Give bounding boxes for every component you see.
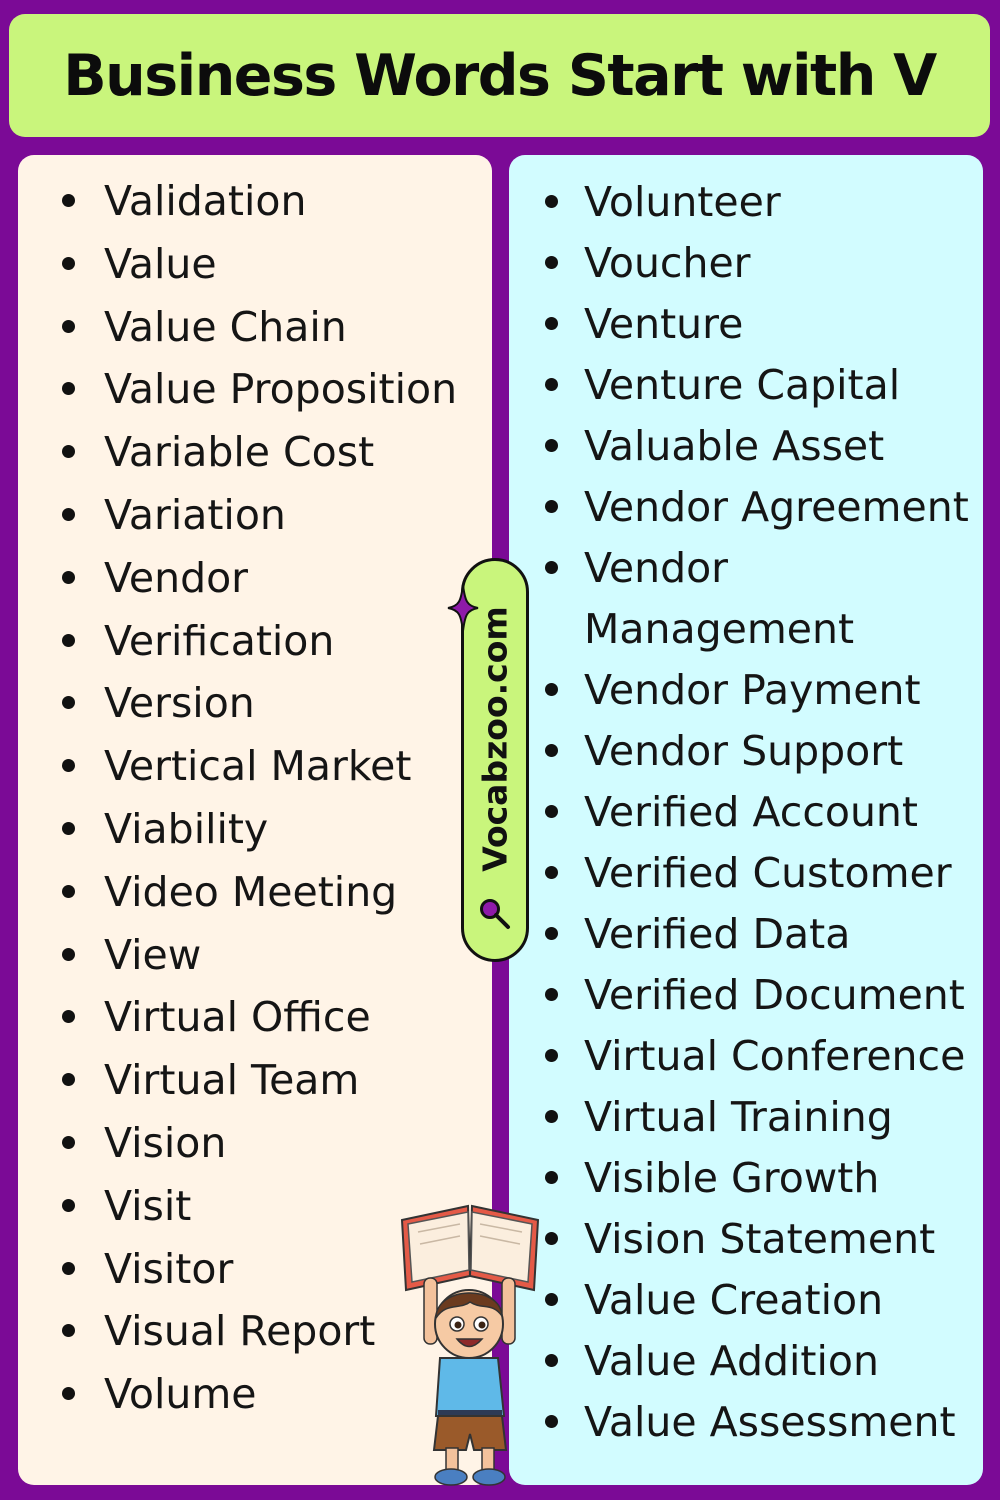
list-item: Visit [62,1175,479,1238]
list-item: Value Chain [62,296,479,359]
brand-badge: Vocabzoo.com [447,558,529,962]
list-item: Virtual Conference [545,1026,982,1087]
list-item: Value Assessment [545,1392,982,1453]
brand-name: Vocabzoo.com [475,606,515,872]
page-title: Business Words Start with V [63,42,937,109]
list-item: Voucher [545,233,982,294]
list-item: Verified Customer [545,843,982,904]
list-item: Value Addition [545,1331,982,1392]
list-item: Vendor [62,547,479,610]
list-item: Valuable Asset [545,416,982,477]
boy-with-book-illustration [400,1204,540,1486]
list-item: Value Creation [545,1270,982,1331]
list-item: Verified Account [545,782,982,843]
list-item: Video Meeting [62,861,479,924]
list-item: Virtual Team [62,1049,479,1112]
list-item: Virtual Office [62,986,479,1049]
sparkle-icon [447,584,479,632]
list-item: Viability [62,798,479,861]
list-item: Value [62,233,479,296]
list-item: Verified Data [545,904,982,965]
list-item: Variable Cost [62,421,479,484]
list-item: Vision [62,1112,479,1175]
list-item: Value Proposition [62,358,479,421]
list-item: Vendor Management [545,538,982,660]
right-word-list: Volunteer Voucher Venture Venture Capita… [545,172,982,1453]
list-item: Vendor Agreement [545,477,982,538]
list-item: Volume [62,1363,479,1426]
list-item: Venture [545,294,982,355]
list-item: Variation [62,484,479,547]
list-item: Vendor Payment [545,660,982,721]
list-item: Visible Growth [545,1148,982,1209]
title-banner: Business Words Start with V [9,14,990,137]
list-item: Validation [62,170,479,233]
list-item: Volunteer [545,172,982,233]
list-item: Verified Document [545,965,982,1026]
list-item: Venture Capital [545,355,982,416]
list-item: Version [62,672,479,735]
list-item: View [62,924,479,987]
list-item: Visual Report [62,1300,479,1363]
list-item: Visitor [62,1238,479,1301]
left-word-panel: Validation Value Value Chain Value Propo… [18,155,492,1485]
list-item: Vision Statement [545,1209,982,1270]
list-item: Virtual Training [545,1087,982,1148]
right-word-panel: Volunteer Voucher Venture Venture Capita… [509,155,983,1485]
list-item: Vertical Market [62,735,479,798]
left-word-list: Validation Value Value Chain Value Propo… [62,170,479,1426]
list-item: Vendor Support [545,721,982,782]
list-item: Verification [62,610,479,673]
magnifier-icon [480,899,510,929]
